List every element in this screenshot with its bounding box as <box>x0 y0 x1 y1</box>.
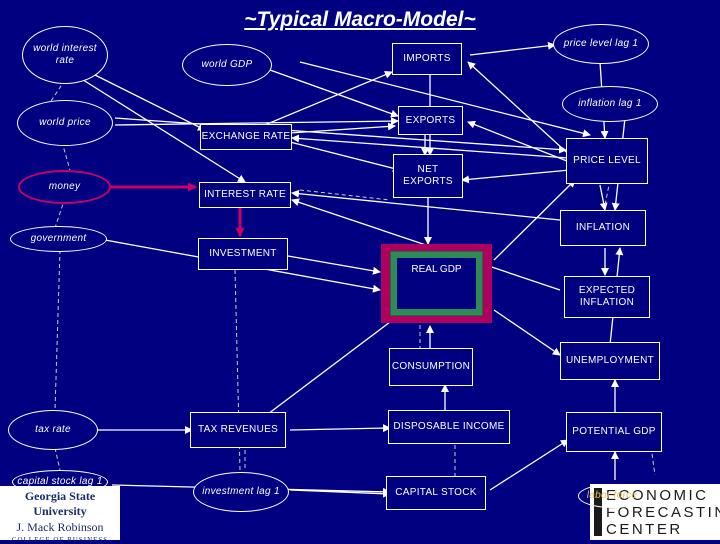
node-price-level: PRICE LEVEL <box>566 138 648 184</box>
node-capital-stock: CAPITAL STOCK <box>386 476 486 510</box>
node-world-gdp: world GDP <box>182 44 272 86</box>
node-labor-force: labor force <box>578 484 646 508</box>
edge-dashed-12 <box>299 189 391 201</box>
edge-pricelevel-exports <box>467 120 573 164</box>
node-imports: IMPORTS <box>392 43 462 75</box>
edge-taxrev-disposable <box>289 424 391 433</box>
edge-worldgdp-exports <box>269 69 399 118</box>
edge-worldprice-exports <box>114 117 399 126</box>
node-tax-rate: tax rate <box>8 410 98 450</box>
real-gdp-label: REAL GDP <box>397 258 476 309</box>
edge-dashed-4 <box>54 249 61 411</box>
edge-investmentlag-capital <box>289 489 391 498</box>
edge-pricelevel-exchange <box>291 134 569 159</box>
gsu-logo: Georgia State University J. Mack Robinso… <box>0 486 120 544</box>
edge-inflation-interest <box>291 189 561 221</box>
node-disposable-income: DISPOSABLE INCOME <box>388 410 510 444</box>
node-unemployment: UNEMPLOYMENT <box>560 342 660 380</box>
node-expected-inflation: EXPECTED INFLATION <box>564 276 650 318</box>
node-money: money <box>18 170 111 204</box>
edge-dashed-6 <box>234 269 241 471</box>
edge-dashed-3 <box>54 197 66 229</box>
node-investment: INVESTMENT <box>198 238 288 270</box>
diagram-title: ~Typical Macro-Model~ <box>244 8 476 31</box>
node-exchange-rate: EXCHANGE RATE <box>200 124 292 150</box>
node-world-interest-rate: world interest rate <box>22 26 108 84</box>
edge-dashed-2 <box>59 134 71 171</box>
node-exports: EXPORTS <box>398 106 463 135</box>
edge-dashed-11 <box>649 439 656 476</box>
edge-dashed-5 <box>54 447 61 471</box>
node-inflation: INFLATION <box>560 210 646 246</box>
real-gdp-frame: REAL GDP <box>390 251 483 316</box>
edge-worldinterest-interest <box>79 77 246 183</box>
node-net-exports: NET EXPORTS <box>393 154 463 198</box>
edge-worldgdp-inflation <box>299 61 591 138</box>
node-investment-lag: investment lag 1 <box>193 472 289 512</box>
edge-pricelevel-inflation <box>599 184 608 211</box>
edge-exchange-netexports <box>289 141 401 173</box>
node-consumption: CONSUMPTION <box>389 348 473 386</box>
edge-dashed-10 <box>604 179 611 206</box>
efc-logo-mark <box>594 488 602 536</box>
node-inflation-lag: inflation lag 1 <box>562 86 658 122</box>
node-world-price: world price <box>17 100 113 146</box>
edge-imports-pricelevellag <box>469 41 556 56</box>
edge-realgdp-unemployment <box>493 309 561 356</box>
edge-capital-potential <box>489 439 569 491</box>
edge-pricelevel-exports2 <box>461 169 571 184</box>
edge-pricelevel-imports <box>467 61 576 161</box>
node-potential-gdp: POTENTIAL GDP <box>566 412 662 452</box>
node-tax-revenues: TAX REVENUES <box>190 412 286 448</box>
edge-worldprice-pricelevel <box>114 117 567 154</box>
node-real-gdp: REAL GDP <box>381 244 492 323</box>
edge-investment-realgdp <box>287 255 381 275</box>
node-government: government <box>10 226 107 252</box>
edge-realgdp-pricelevel <box>493 179 576 261</box>
edge-worldinterest-exchange <box>94 74 206 131</box>
node-interest-rate: INTEREST RATE <box>199 182 291 208</box>
edge-realgdp-taxrev <box>259 321 391 421</box>
node-price-level-lag: price level lag 1 <box>553 24 649 64</box>
edge-exchange-imports <box>247 71 393 133</box>
